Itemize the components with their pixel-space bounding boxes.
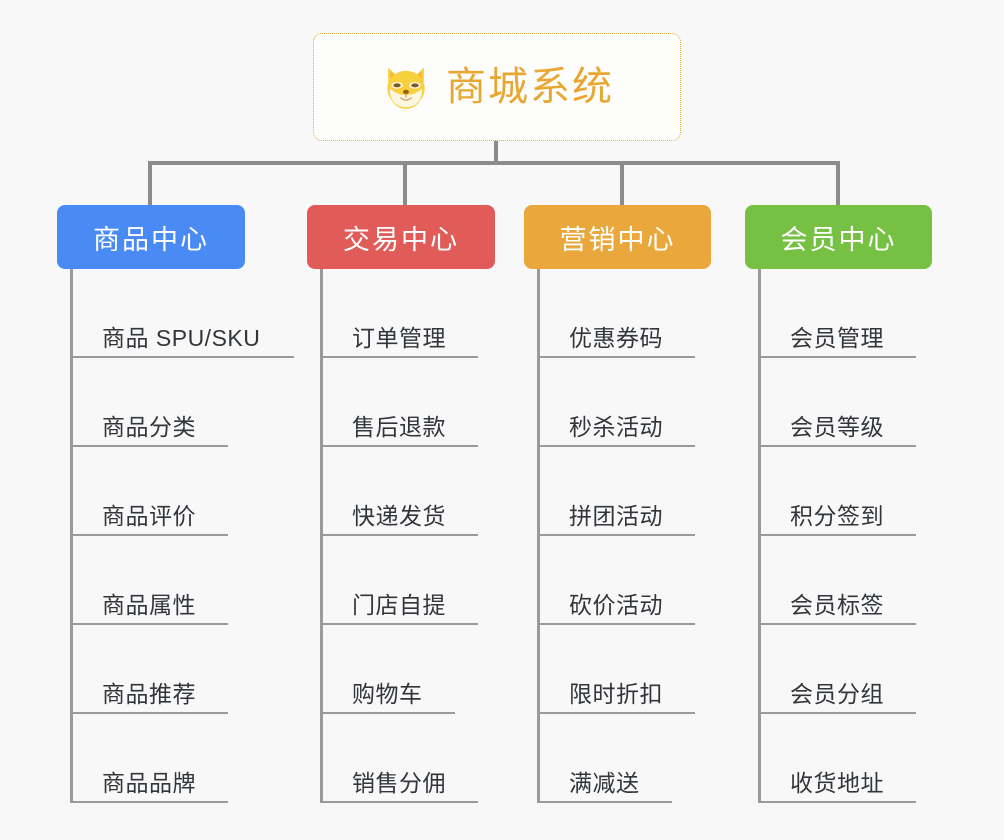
connector-root-stem xyxy=(494,141,498,165)
list-item[interactable]: 会员等级 xyxy=(761,358,965,447)
leaf-underline xyxy=(73,623,228,625)
category-column-3: 营销中心 优惠券码 秒杀活动 拼团活动 砍价活动 限时折扣 xyxy=(524,205,744,803)
leaf-list-2: 订单管理 售后退款 快递发货 门店自提 购物车 销售分佣 xyxy=(320,269,527,803)
leaf-list-3: 优惠券码 秒杀活动 拼团活动 砍价活动 限时折扣 满减送 xyxy=(537,269,744,803)
list-item[interactable]: 会员管理 xyxy=(761,269,965,358)
leaf-label: 会员分组 xyxy=(790,681,884,707)
leaf-underline xyxy=(540,445,695,447)
list-item[interactable]: 优惠券码 xyxy=(540,269,744,358)
list-item[interactable]: 门店自提 xyxy=(323,536,527,625)
connector-drop-2 xyxy=(403,161,407,207)
leaf-underline xyxy=(73,534,228,536)
category-label-2: 交易中心 xyxy=(343,224,459,255)
leaf-underline xyxy=(761,356,916,358)
category-header-4[interactable]: 会员中心 xyxy=(745,205,932,269)
list-item[interactable]: 积分签到 xyxy=(761,447,965,536)
leaf-label: 销售分佣 xyxy=(352,770,446,796)
category-header-1[interactable]: 商品中心 xyxy=(57,205,245,269)
leaf-underline xyxy=(323,623,478,625)
root-title: 商城系统 xyxy=(446,65,614,109)
leaf-underline xyxy=(73,445,228,447)
leaf-underline xyxy=(761,445,916,447)
leaf-underline xyxy=(761,712,916,714)
list-item[interactable]: 购物车 xyxy=(323,625,527,714)
leaf-underline xyxy=(540,623,695,625)
category-column-1: 商品中心 商品 SPU/SKU 商品分类 商品评价 商品属性 商品推荐 xyxy=(57,205,294,803)
leaf-label: 购物车 xyxy=(352,681,423,707)
leaf-underline xyxy=(73,801,228,803)
leaf-label: 秒杀活动 xyxy=(569,414,663,440)
leaf-label: 满减送 xyxy=(569,770,640,796)
leaf-underline xyxy=(73,356,294,358)
leaf-label: 门店自提 xyxy=(352,592,446,618)
shiba-inu-icon xyxy=(387,67,425,109)
list-item[interactable]: 满减送 xyxy=(540,714,744,803)
leaf-label: 积分签到 xyxy=(790,503,884,529)
leaf-underline xyxy=(323,356,478,358)
list-item[interactable]: 商品 SPU/SKU xyxy=(73,269,294,358)
leaf-label: 会员等级 xyxy=(790,414,884,440)
leaf-underline xyxy=(323,534,478,536)
leaf-label: 商品推荐 xyxy=(102,681,196,707)
leaf-underline xyxy=(761,534,916,536)
leaf-underline xyxy=(761,623,916,625)
leaf-label: 优惠券码 xyxy=(569,325,663,351)
leaf-underline xyxy=(761,801,916,803)
list-item[interactable]: 会员分组 xyxy=(761,625,965,714)
leaf-label: 商品品牌 xyxy=(102,770,196,796)
leaf-label: 商品评价 xyxy=(102,503,196,529)
leaf-underline xyxy=(540,801,672,803)
leaf-label: 订单管理 xyxy=(352,325,446,351)
list-item[interactable]: 商品分类 xyxy=(73,358,277,447)
leaf-label: 拼团活动 xyxy=(569,503,663,529)
leaf-underline xyxy=(540,356,695,358)
leaf-label: 会员管理 xyxy=(790,325,884,351)
list-item[interactable]: 商品品牌 xyxy=(73,714,277,803)
list-item[interactable]: 售后退款 xyxy=(323,358,527,447)
list-item[interactable]: 商品推荐 xyxy=(73,625,277,714)
leaf-label: 商品 SPU/SKU xyxy=(102,325,261,351)
category-label-3: 营销中心 xyxy=(559,224,676,255)
category-label-1: 商品中心 xyxy=(93,224,209,255)
category-label-4: 会员中心 xyxy=(780,224,897,255)
connector-horizontal-bus xyxy=(148,161,840,165)
list-item[interactable]: 会员标签 xyxy=(761,536,965,625)
leaf-underline xyxy=(323,445,478,447)
connector-drop-3 xyxy=(620,161,624,207)
root-node[interactable]: 商城系统 xyxy=(313,33,681,141)
leaf-label: 限时折扣 xyxy=(569,681,663,707)
leaf-underline xyxy=(540,712,695,714)
leaf-label: 售后退款 xyxy=(352,414,446,440)
leaf-label: 商品属性 xyxy=(102,592,196,618)
list-item[interactable]: 收货地址 xyxy=(761,714,965,803)
category-column-4: 会员中心 会员管理 会员等级 积分签到 会员标签 会员分组 xyxy=(745,205,965,803)
category-header-2[interactable]: 交易中心 xyxy=(307,205,495,269)
list-item[interactable]: 秒杀活动 xyxy=(540,358,744,447)
leaf-underline xyxy=(323,801,478,803)
leaf-underline xyxy=(73,712,228,714)
list-item[interactable]: 拼团活动 xyxy=(540,447,744,536)
leaf-label: 会员标签 xyxy=(790,592,884,618)
leaf-list-4: 会员管理 会员等级 积分签到 会员标签 会员分组 收货地址 xyxy=(758,269,965,803)
leaf-label: 收货地址 xyxy=(790,770,884,796)
category-column-2: 交易中心 订单管理 售后退款 快递发货 门店自提 购物车 xyxy=(307,205,527,803)
leaf-underline xyxy=(540,534,695,536)
connector-drop-4 xyxy=(836,161,840,207)
leaf-label: 砍价活动 xyxy=(569,592,663,618)
leaf-label: 商品分类 xyxy=(102,414,196,440)
leaf-list-1: 商品 SPU/SKU 商品分类 商品评价 商品属性 商品推荐 商品品牌 xyxy=(70,269,294,803)
list-item[interactable]: 订单管理 xyxy=(323,269,527,358)
connector-drop-1 xyxy=(148,161,152,207)
leaf-underline xyxy=(323,712,455,714)
category-header-3[interactable]: 营销中心 xyxy=(524,205,711,269)
list-item[interactable]: 砍价活动 xyxy=(540,536,744,625)
leaf-label: 快递发货 xyxy=(352,503,446,529)
list-item[interactable]: 商品评价 xyxy=(73,447,277,536)
list-item[interactable]: 商品属性 xyxy=(73,536,277,625)
list-item[interactable]: 快递发货 xyxy=(323,447,527,536)
list-item[interactable]: 销售分佣 xyxy=(323,714,527,803)
list-item[interactable]: 限时折扣 xyxy=(540,625,744,714)
